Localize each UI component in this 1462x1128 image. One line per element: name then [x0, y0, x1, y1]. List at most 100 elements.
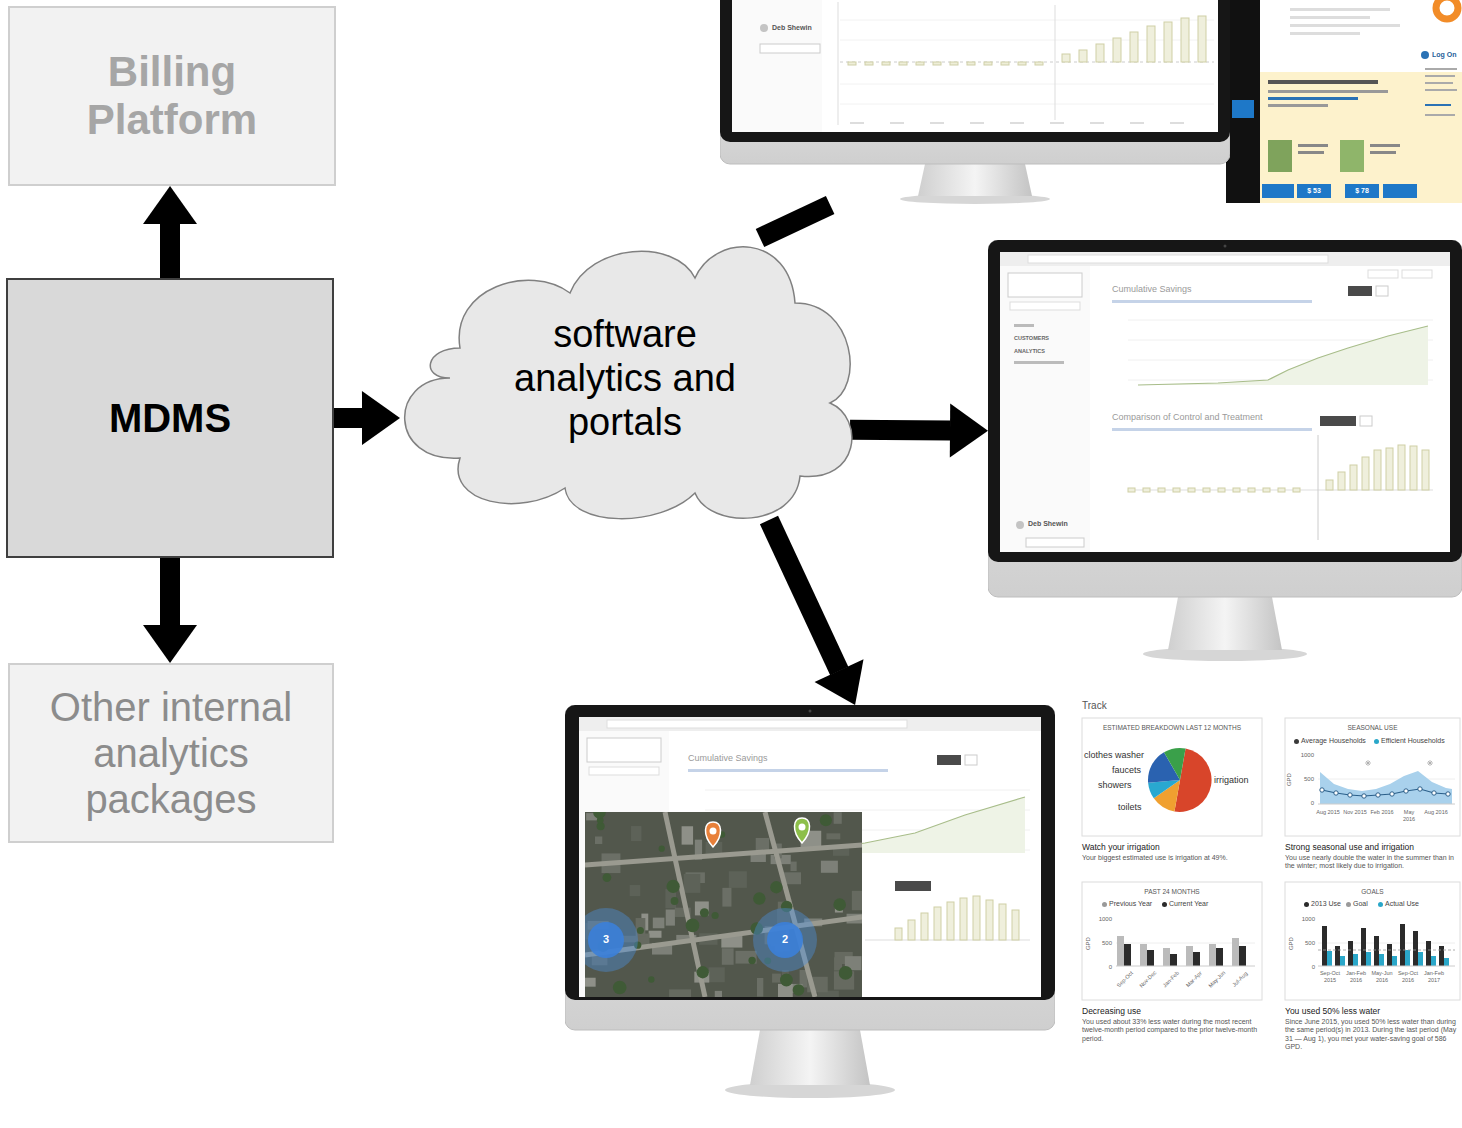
- monitor-display: [732, 0, 1218, 132]
- map-building: [729, 871, 747, 888]
- seasonal-chart: [1318, 804, 1455, 805]
- screen-text: Comparison of Control and Treatment: [1112, 412, 1332, 422]
- map-building: [694, 972, 709, 983]
- legend-entry: 2013 Use: [1304, 900, 1341, 908]
- node-label: Other internal analytics packages: [21, 684, 321, 822]
- monitor-base: [900, 194, 1050, 204]
- screen-detail: [705, 850, 1030, 851]
- map-building: [833, 848, 849, 856]
- flow-arrow: [769, 520, 864, 705]
- map-building: [834, 957, 842, 970]
- chart-bar: [848, 62, 856, 65]
- screenshot-panel: [1425, 89, 1457, 91]
- bar-chart: [1163, 948, 1170, 966]
- map-building: [636, 918, 646, 937]
- map-tree: [613, 981, 627, 995]
- screen-detail: [1360, 416, 1372, 426]
- map-pin: [705, 822, 720, 847]
- arrow-shaft: [160, 558, 180, 626]
- map-building: [777, 908, 790, 926]
- legend-entry: Goal: [1346, 900, 1368, 908]
- chart-bar: [933, 62, 941, 65]
- map-building: [684, 874, 701, 893]
- screenshot-panel: [1226, 0, 1260, 203]
- chart-bar: [1278, 488, 1285, 492]
- chart-bar: [865, 62, 873, 65]
- legend-swatch: [1346, 902, 1351, 907]
- arrow-head: [362, 391, 400, 445]
- axis-tick: 1000: [1094, 916, 1112, 923]
- map-building: [776, 938, 783, 954]
- chart-bar: [967, 62, 975, 65]
- map-tree: [764, 957, 771, 964]
- pie-chart: [1164, 748, 1186, 780]
- map-building: [821, 861, 838, 873]
- axis-tick: May-Jun 2016: [1369, 970, 1395, 983]
- chart-bar: [1338, 472, 1345, 490]
- legend-swatch: [1374, 739, 1379, 744]
- map-building: [818, 991, 839, 997]
- map-building: [676, 935, 696, 943]
- map-road: [585, 917, 862, 955]
- screenshot-panel: [1425, 68, 1457, 70]
- map-tree: [634, 942, 641, 949]
- chart-bar: [1198, 16, 1206, 62]
- arrow-head: [143, 625, 197, 663]
- map-building: [852, 891, 862, 910]
- map-tree: [833, 898, 846, 911]
- screen-detail: [1320, 416, 1356, 426]
- screen-detail: [1090, 122, 1104, 124]
- screen-detail: [688, 769, 888, 772]
- map-building: [783, 872, 801, 884]
- monitor-bezel: [565, 705, 1055, 1000]
- screen-detail: [705, 810, 1030, 811]
- cloud-outline: [400, 238, 850, 520]
- map-building: [641, 914, 648, 931]
- goal-chart: [1353, 954, 1358, 966]
- map-building: [640, 933, 650, 945]
- goal-chart: [1413, 931, 1418, 966]
- map-tree: [686, 919, 700, 933]
- goal-chart: [1400, 924, 1405, 966]
- map-tree: [780, 974, 793, 987]
- map-building: [630, 885, 641, 896]
- screen-detail: [1026, 538, 1084, 547]
- chart-bar: [1263, 488, 1270, 492]
- system-box: MDMS: [6, 278, 334, 558]
- goal-chart: [1392, 956, 1397, 966]
- map-building: [595, 836, 602, 844]
- monitor-display: [1000, 252, 1450, 552]
- chart-bar: [1164, 22, 1172, 62]
- chart-line: [1138, 326, 1428, 385]
- goal-chart: [1318, 966, 1455, 967]
- screen-content: [1000, 252, 1450, 552]
- cluster-halo: [585, 908, 638, 972]
- axis-tick: Jan-Feb 2016: [1343, 970, 1369, 983]
- map-tree: [637, 927, 644, 934]
- map-building: [770, 926, 789, 935]
- screenshot-panel: [1425, 75, 1455, 77]
- axis-tick: Aug 2016: [1424, 809, 1448, 816]
- screen-detail: [840, 20, 1214, 21]
- map-building: [631, 826, 641, 841]
- screenshot-panel: [1260, 0, 1462, 203]
- card-text: You use nearly double the water in the s…: [1285, 854, 1460, 871]
- axis-tick: May-Jun: [1204, 966, 1230, 992]
- legend-text: 2013 Use: [1311, 900, 1341, 908]
- seasonal-chart: [1390, 792, 1394, 796]
- screen-detail: [587, 738, 661, 762]
- card-caption: Strong seasonal use and irrigation: [1285, 842, 1460, 852]
- map-tree: [700, 908, 709, 917]
- map-building: [706, 842, 723, 855]
- map-pin: [794, 818, 809, 843]
- bar-chart: [1170, 954, 1177, 966]
- screen-detail: [579, 717, 1041, 731]
- map-tree: [719, 831, 726, 838]
- chart-bar: [1203, 488, 1210, 492]
- goal-chart: [1439, 946, 1444, 966]
- card-title: PAST 24 MONTHS: [1082, 888, 1262, 896]
- map-image: [585, 812, 862, 997]
- goal-chart: [1379, 954, 1384, 966]
- chart-bar: [1248, 488, 1255, 492]
